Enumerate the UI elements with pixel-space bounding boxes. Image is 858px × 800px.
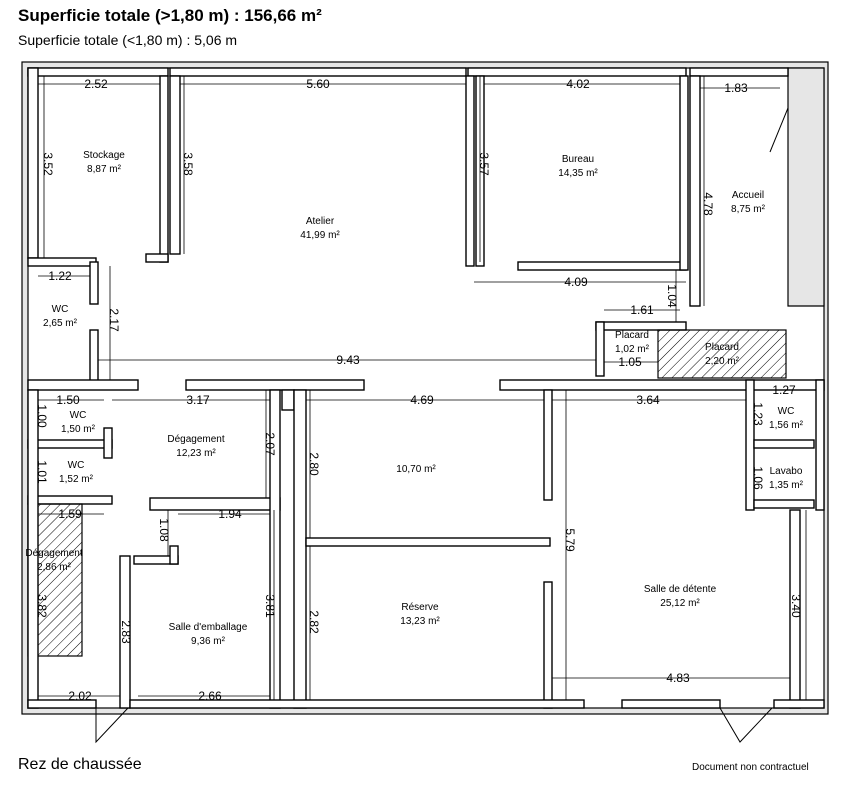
dim-3-40: 3.40 — [789, 594, 803, 618]
dim-2-82: 2.82 — [307, 610, 321, 634]
dim-1-83: 1.83 — [724, 81, 748, 95]
dim-4-02: 4.02 — [566, 77, 590, 91]
dim-3-82: 3.82 — [35, 594, 49, 618]
room-degagement2-name: Dégagement — [25, 548, 82, 559]
dim-1-61: 1.61 — [630, 303, 654, 317]
dim-4-78: 4.78 — [701, 192, 715, 216]
dim-5-60: 5.60 — [306, 77, 330, 91]
room-salle-detente-name: Salle de détente — [644, 584, 717, 595]
dim-3-58: 3.58 — [181, 152, 195, 176]
room-placard2-area: 2,20 m² — [705, 356, 740, 367]
dim-1-08: 1.08 — [157, 518, 171, 542]
room-salle-emballage-name: Salle d'emballage — [169, 622, 248, 633]
room-degagement2-area: 2,86 m² — [37, 562, 72, 573]
room-placard2-name: Placard — [705, 342, 739, 353]
disclaimer-label: Document non contractuel — [692, 762, 809, 773]
room-wc3-name: WC — [68, 460, 85, 471]
dim-2-52: 2.52 — [84, 77, 108, 91]
room-degagement1-name: Dégagement — [167, 434, 224, 445]
room-lavabo-name: Lavabo — [770, 466, 803, 477]
room-accueil-area: 8,75 m² — [731, 204, 766, 215]
dim-2-17: 2.17 — [107, 308, 121, 332]
dim-1-06: 1.06 — [751, 466, 765, 490]
room-reserve-area: 13,23 m² — [400, 616, 440, 627]
room-lavabo-area: 1,35 m² — [769, 480, 804, 491]
room-wc2-name: WC — [70, 410, 87, 421]
dim-3-81: 3.81 — [263, 594, 277, 618]
room-wc4-name: WC — [778, 406, 795, 417]
room-wc1-name: WC — [52, 304, 69, 315]
dim-1-94: 1.94 — [218, 507, 242, 521]
dim-4-83: 4.83 — [666, 671, 690, 685]
dim-2-80: 2.80 — [307, 452, 321, 476]
page-title: Superficie totale (>1,80 m) : 156,66 m² — [18, 6, 322, 25]
dim-1-01: 1.01 — [35, 460, 49, 484]
room-atelier-area: 41,99 m² — [300, 230, 340, 241]
dim-2-07: 2.07 — [263, 432, 277, 456]
room-salle-detente-area: 25,12 m² — [660, 598, 700, 609]
dim-2-66: 2.66 — [198, 689, 222, 703]
room-atelier-name: Atelier — [306, 216, 335, 227]
floor-level-label: Rez de chaussée — [18, 756, 142, 773]
dim-3-52: 3.52 — [41, 152, 55, 176]
room-wc3-area: 1,52 m² — [59, 474, 94, 485]
room-accueil-name: Accueil — [732, 190, 764, 201]
room-placard1-area: 1,02 m² — [615, 344, 650, 355]
dim-4-09: 4.09 — [564, 275, 588, 289]
dim-1-05: 1.05 — [618, 355, 642, 369]
dim-1-23: 1.23 — [751, 402, 765, 426]
room-hidden-area: 10,70 m² — [396, 464, 436, 475]
dim-1-50: 1.50 — [56, 393, 80, 407]
room-salle-emballage-area: 9,36 m² — [191, 636, 226, 647]
room-bureau-name: Bureau — [562, 154, 594, 165]
dim-1-22: 1.22 — [48, 269, 72, 283]
room-stockage-area: 8,87 m² — [87, 164, 122, 175]
dim-1-04: 1.04 — [665, 284, 679, 308]
room-wc2-area: 1,50 m² — [61, 424, 96, 435]
room-wc1-area: 2,65 m² — [43, 318, 78, 329]
dim-3-17: 3.17 — [186, 393, 210, 407]
room-reserve-name: Réserve — [401, 602, 439, 613]
dim-1-59: 1.59 — [58, 507, 82, 521]
dim-3-57: 3.57 — [477, 152, 491, 176]
dim-2-83: 2.83 — [119, 620, 133, 644]
dim-4-69: 4.69 — [410, 393, 434, 407]
dim-3-64: 3.64 — [636, 393, 660, 407]
dim-1-27: 1.27 — [772, 383, 796, 397]
page-subtitle: Superficie totale (<1,80 m) : 5,06 m — [18, 32, 238, 48]
dim-1-00: 1.00 — [35, 404, 49, 428]
room-placard1-name: Placard — [615, 330, 649, 341]
dim-5-79: 5.79 — [563, 528, 577, 552]
room-wc4-area: 1,56 m² — [769, 420, 804, 431]
room-stockage-name: Stockage — [83, 150, 125, 161]
room-degagement1-area: 12,23 m² — [176, 448, 216, 459]
room-bureau-area: 14,35 m² — [558, 168, 598, 179]
dim-2-02: 2.02 — [68, 689, 92, 703]
dim-9-43: 9.43 — [336, 353, 360, 367]
